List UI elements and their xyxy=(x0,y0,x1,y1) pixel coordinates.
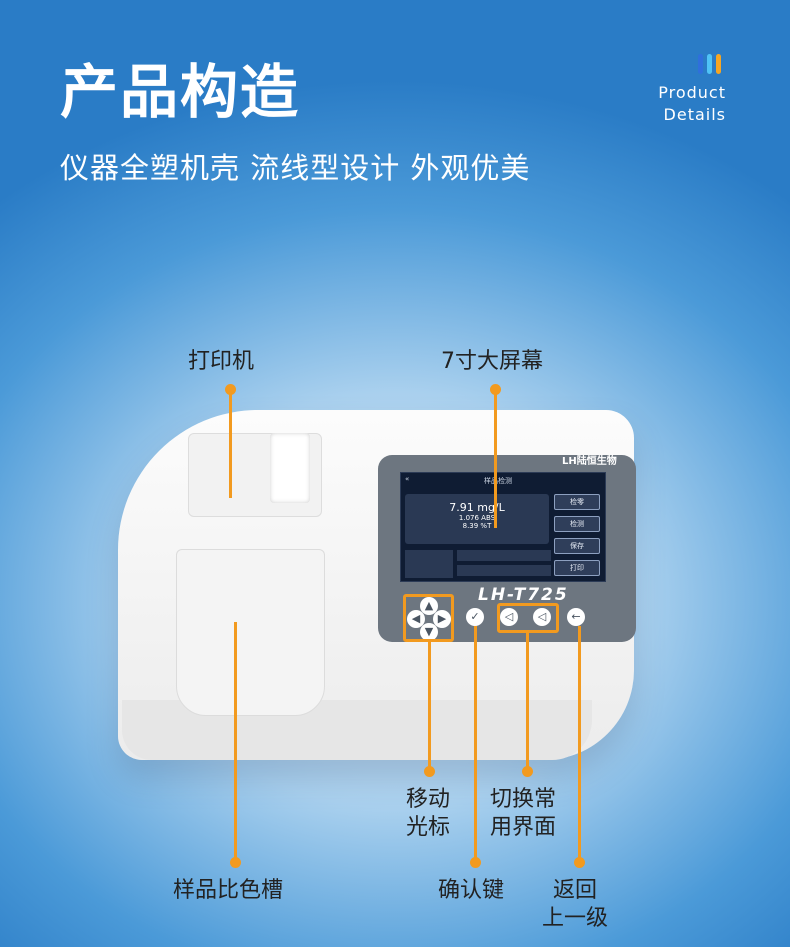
cuvette-dot xyxy=(230,857,241,868)
bars-icon xyxy=(698,52,724,74)
confirm-leader xyxy=(474,626,477,862)
left-key[interactable]: ◀ xyxy=(407,610,425,628)
move-leader xyxy=(428,642,431,772)
switch-key-2[interactable]: ◁ xyxy=(533,608,551,626)
switch-interface-label: 切换常 用界面 xyxy=(490,786,556,842)
confirm-key[interactable]: ✓ xyxy=(466,608,484,626)
printer-leader xyxy=(229,388,232,498)
back-leader xyxy=(578,626,581,862)
page-title: 产品构造 xyxy=(60,58,301,126)
screen-title: 样品检测 xyxy=(484,477,512,485)
model-label: LH-T725 xyxy=(478,585,569,605)
back-line-2: 上一级 xyxy=(542,906,609,931)
brand-logo: LH陆恒生物 xyxy=(562,456,617,467)
reading-trans: 8.39 %T xyxy=(462,522,492,530)
switch-line-2: 用界面 xyxy=(490,815,557,840)
screen-button-measure[interactable]: 检测 xyxy=(554,516,600,532)
cuvette-leader xyxy=(234,622,237,862)
cuvette-lid xyxy=(176,549,325,716)
reading-value: 7.91 mg/L xyxy=(449,501,505,514)
back-key[interactable]: ← xyxy=(567,608,585,626)
back-line-1: 返回 xyxy=(553,878,598,903)
screen-status-box xyxy=(405,550,453,578)
switch-line-1: 切换常 xyxy=(490,787,557,812)
switch-key-1[interactable]: ◁ xyxy=(500,608,518,626)
switch-dot xyxy=(522,766,533,777)
up-key[interactable]: ▲ xyxy=(420,597,438,615)
move-line-2: 光标 xyxy=(406,815,451,840)
screen-header: « 样品检测 xyxy=(400,472,604,488)
right-key[interactable]: ▶ xyxy=(433,610,451,628)
screen-info-row-2 xyxy=(457,565,551,576)
page-subtitle: 仪器全塑机壳 流线型设计 外观优美 xyxy=(60,151,531,185)
confirm-dot xyxy=(470,857,481,868)
switch-leader xyxy=(526,633,529,773)
move-cursor-label: 移动 光标 xyxy=(406,786,450,842)
printer-label: 打印机 xyxy=(188,349,255,374)
back-label: 返回 上一级 xyxy=(542,877,608,933)
move-line-1: 移动 xyxy=(406,787,451,812)
printer-dot xyxy=(225,384,236,395)
down-key[interactable]: ▼ xyxy=(420,623,438,641)
screen-readout: 7.91 mg/L 1.076 ABS 8.39 %T xyxy=(405,494,549,544)
reading-abs: 1.076 ABS xyxy=(458,514,496,522)
badge-line-2: Details xyxy=(663,105,726,124)
screen-leader xyxy=(494,388,497,528)
screen-info-row-1 xyxy=(457,550,551,561)
screen-button-print[interactable]: 打印 xyxy=(554,560,600,576)
move-keys-highlight xyxy=(403,594,454,642)
move-dot xyxy=(424,766,435,777)
cuvette-label: 样品比色槽 xyxy=(173,878,284,903)
screen-dot xyxy=(490,384,501,395)
screen-button-zero[interactable]: 检零 xyxy=(554,494,600,510)
confirm-label: 确认键 xyxy=(438,878,505,903)
printer-paper xyxy=(270,433,310,503)
back-dot xyxy=(574,857,585,868)
product-details-badge: Product Details xyxy=(658,82,726,126)
badge-line-1: Product xyxy=(658,83,726,102)
screen-button-save[interactable]: 保存 xyxy=(554,538,600,554)
back-arrows-icon: « xyxy=(405,475,410,483)
screen-label: 7寸大屏幕 xyxy=(441,349,543,374)
switch-keys-highlight xyxy=(497,603,559,633)
